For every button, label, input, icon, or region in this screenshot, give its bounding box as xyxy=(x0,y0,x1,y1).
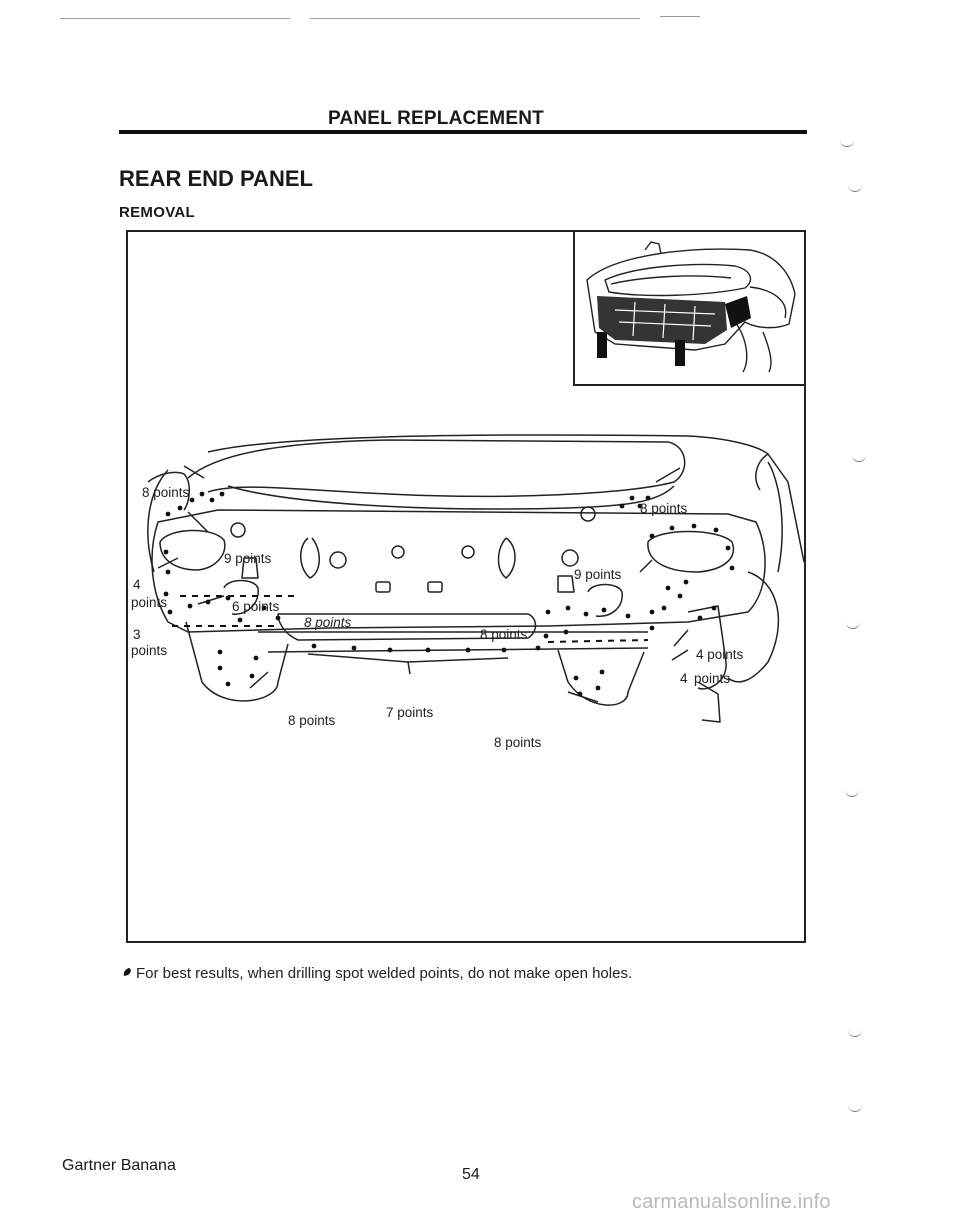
scan-artifact-line xyxy=(60,18,290,19)
watermark: carmanualsonline.info xyxy=(632,1191,831,1213)
callout-3-number: 3 xyxy=(133,627,141,642)
callout-9-points: 9 points xyxy=(574,567,622,582)
edge-mark xyxy=(845,790,859,797)
header-rule xyxy=(119,130,807,134)
callout-7-points: 7 points xyxy=(386,705,434,720)
scan-artifact-line xyxy=(310,18,640,19)
rear-end-panel-drawing xyxy=(147,434,804,723)
callout-4-number: 4 xyxy=(680,671,688,686)
callout-8-points: 8 points xyxy=(142,485,190,500)
drilling-note-text: For best results, when drilling spot wel… xyxy=(136,965,633,982)
car-rear-overview-illustration xyxy=(586,241,796,373)
callout-8-points: 8 points xyxy=(480,627,528,642)
callout-4-number: 4 xyxy=(133,577,141,592)
callout-8-points: 8 points xyxy=(288,713,336,728)
callout-8-points: 8 points xyxy=(640,501,688,516)
edge-mark xyxy=(852,455,866,462)
figure-frame: 8 points 9 points 4 points 6 points 3 po… xyxy=(126,230,806,943)
section-subtitle: REMOVAL xyxy=(119,204,195,221)
edge-mark xyxy=(840,140,854,147)
page-number: 54 xyxy=(462,1166,480,1183)
section-title: REAR END PANEL xyxy=(119,166,313,191)
callout-8-points: 8 points xyxy=(494,735,542,750)
drilling-note: For best results, when drilling spot wel… xyxy=(122,965,632,982)
callout-4-points: 4 points xyxy=(696,647,744,662)
inset-overview-drawing xyxy=(573,230,806,386)
callout-8-points-italic: 8 points xyxy=(304,615,352,630)
edge-mark xyxy=(848,1105,862,1112)
callout-points-word: points xyxy=(131,643,168,658)
edge-mark xyxy=(848,1030,862,1037)
callout-points-word: points xyxy=(694,671,731,686)
scan-artifact-line xyxy=(660,16,700,17)
footer-text: Gartner Banana xyxy=(62,1157,176,1174)
spot-weld-bullet-icon xyxy=(122,965,136,982)
edge-mark xyxy=(848,185,862,192)
callout-points-word: points xyxy=(131,595,168,610)
callout-9-points: 9 points xyxy=(224,551,272,566)
edge-mark xyxy=(846,622,860,629)
running-header: PANEL REPLACEMENT xyxy=(328,108,544,129)
callout-6-points: 6 points xyxy=(232,599,280,614)
